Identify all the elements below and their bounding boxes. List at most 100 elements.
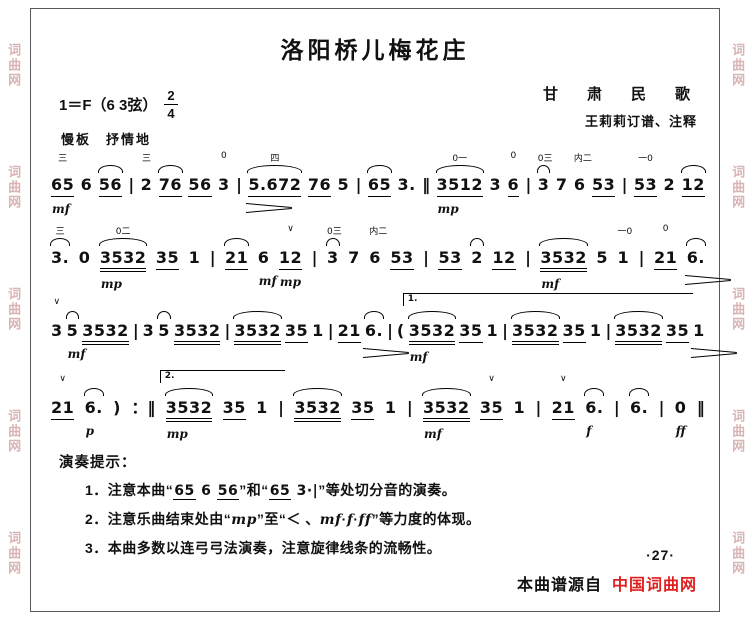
note-group: 1	[487, 321, 499, 342]
source-site-link[interactable]: 中国词曲网	[611, 577, 697, 594]
note-group: 3532	[173, 321, 221, 345]
fingering-mark: 三	[141, 154, 151, 164]
slur-arc	[65, 311, 80, 319]
barline: |	[605, 321, 611, 342]
page-number: ·27·	[646, 547, 675, 563]
dynamic-marking: mp	[279, 275, 302, 289]
fingering-mark: 三	[58, 154, 68, 164]
note-group: 76	[157, 165, 183, 197]
barline: |	[639, 248, 645, 269]
slur-arc	[363, 311, 385, 319]
note-group: 3532	[293, 388, 342, 422]
slur-arc	[470, 238, 484, 246]
fingering-mark: 0	[510, 151, 517, 161]
note-segment: ”等处切分音的演奏。	[318, 482, 457, 498]
barline: |	[526, 175, 532, 196]
note-text: 5	[596, 248, 609, 267]
note-group: 5	[338, 175, 350, 196]
note-text: 0	[674, 398, 687, 417]
note-group: 35∨	[479, 374, 504, 420]
key-signature: 1＝F（6 3弦） 2 4	[59, 89, 178, 120]
barline: ‖	[697, 398, 705, 419]
credit-origin: 甘 肃 民 歌	[542, 86, 697, 103]
note-text: 21	[337, 321, 361, 343]
note-group: 53	[591, 175, 616, 197]
slur-arc	[98, 238, 148, 246]
source-label: 本曲谱源自	[516, 577, 602, 594]
dynamic-marking: mf	[258, 274, 277, 288]
note-text: 35	[459, 321, 483, 343]
slur-arc	[157, 311, 171, 319]
fingering-mark: 三	[55, 227, 65, 237]
note-text: |	[132, 321, 139, 340]
performance-note: 1．注意本曲“65 6 56”和“65 3·|”等处切分音的演奏。	[85, 481, 699, 501]
note-group: 21	[337, 321, 361, 343]
barline: |	[236, 175, 242, 196]
slur-arc	[293, 388, 342, 396]
note-text: 35	[351, 398, 375, 420]
note-text: ‖	[422, 175, 431, 194]
fingering-mark: 一0	[617, 227, 633, 237]
note-text: 35	[665, 321, 690, 343]
barline: |	[614, 398, 620, 419]
note-text: |	[224, 321, 231, 340]
dynamic-marking: p	[85, 424, 94, 438]
note-text: 12	[278, 248, 303, 270]
note-group: 7	[556, 175, 568, 196]
note-text: 3.	[51, 248, 70, 267]
note-text: 2	[471, 248, 483, 267]
note-group: 21∨	[551, 374, 575, 420]
note-text: 3532	[512, 321, 559, 345]
note-text: |	[638, 248, 645, 267]
note-text: 3532	[294, 398, 341, 422]
key-text: 1＝F（6 3弦）	[59, 97, 158, 114]
dynamic-marking: mf	[409, 350, 428, 364]
watermark-column-right: 词曲网词曲网词曲网词曲网词曲网	[727, 4, 747, 614]
note-text: 3532	[165, 398, 213, 422]
note-group: 2	[470, 238, 484, 269]
slur-arc	[157, 165, 183, 173]
barline: |	[133, 321, 139, 342]
note-text: |	[423, 248, 429, 267]
note-group: 56	[188, 175, 212, 197]
note-segment: 65	[173, 483, 196, 500]
note-group: 76	[307, 175, 332, 197]
note-text: |	[387, 321, 393, 340]
barline: |	[312, 248, 318, 269]
note-text: 6.	[364, 321, 384, 340]
note-text: 3532	[99, 248, 147, 272]
slur-arc	[539, 238, 588, 246]
note-text: 6.	[585, 398, 604, 417]
note-text: 1	[589, 321, 602, 340]
note-text: 65	[51, 175, 75, 197]
note-group: 35	[459, 321, 483, 343]
note-text: |	[535, 398, 542, 417]
note-group: 3.	[397, 175, 415, 196]
note-text: 6	[80, 175, 93, 194]
note-text: |	[525, 175, 532, 194]
fingering-mark: ∨	[287, 224, 294, 234]
fingering-mark: 四	[270, 154, 280, 164]
dynamic-marking: ff	[675, 424, 686, 438]
note-text: |	[236, 175, 242, 194]
note-group: 0 ff	[674, 398, 687, 438]
note-group: 0	[79, 248, 91, 269]
note-text: 5	[66, 321, 79, 340]
barline: |	[423, 248, 429, 269]
slur-arc	[685, 238, 706, 246]
note-text: 65	[367, 175, 392, 197]
time-signature: 2 4	[164, 89, 178, 120]
note-text: 3532	[615, 321, 662, 345]
note-text: 6	[573, 175, 586, 194]
note-text: 3	[218, 175, 230, 194]
